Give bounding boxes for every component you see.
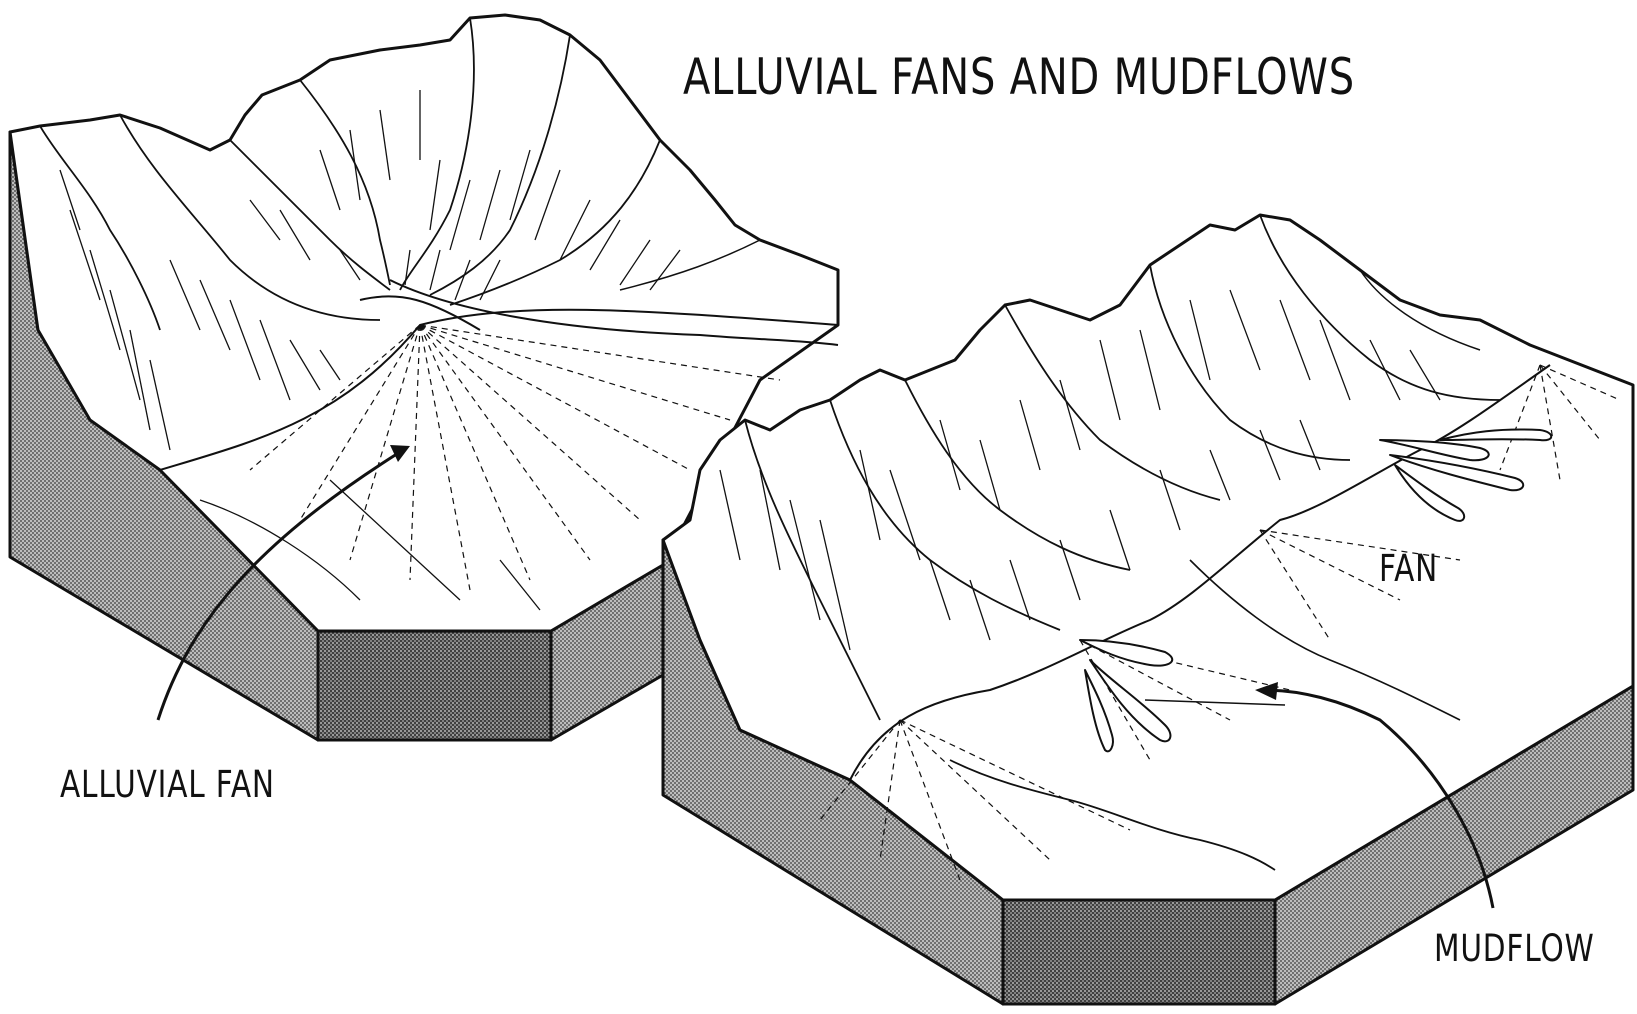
mudflow-lobes xyxy=(1079,428,1553,753)
alluvial-fan-block xyxy=(8,13,840,742)
leader-arrows xyxy=(156,445,1495,909)
mudflow-label: MUDFLOW xyxy=(1434,927,1595,970)
alluvial-fan-arrow xyxy=(156,450,401,721)
left-block-south-face xyxy=(316,629,553,742)
alluvial-fan-arrowhead xyxy=(390,445,410,462)
mudflow-arrowhead xyxy=(1255,682,1278,700)
alluvial-fan-label: ALLUVIAL FAN xyxy=(60,763,275,806)
mudflow-arrow xyxy=(1264,688,1495,909)
fan-label: FAN xyxy=(1379,547,1439,590)
page-title: ALLUVIAL FANS AND MUDFLOWS xyxy=(683,48,1355,106)
right-block-south-face xyxy=(1001,898,1277,1006)
